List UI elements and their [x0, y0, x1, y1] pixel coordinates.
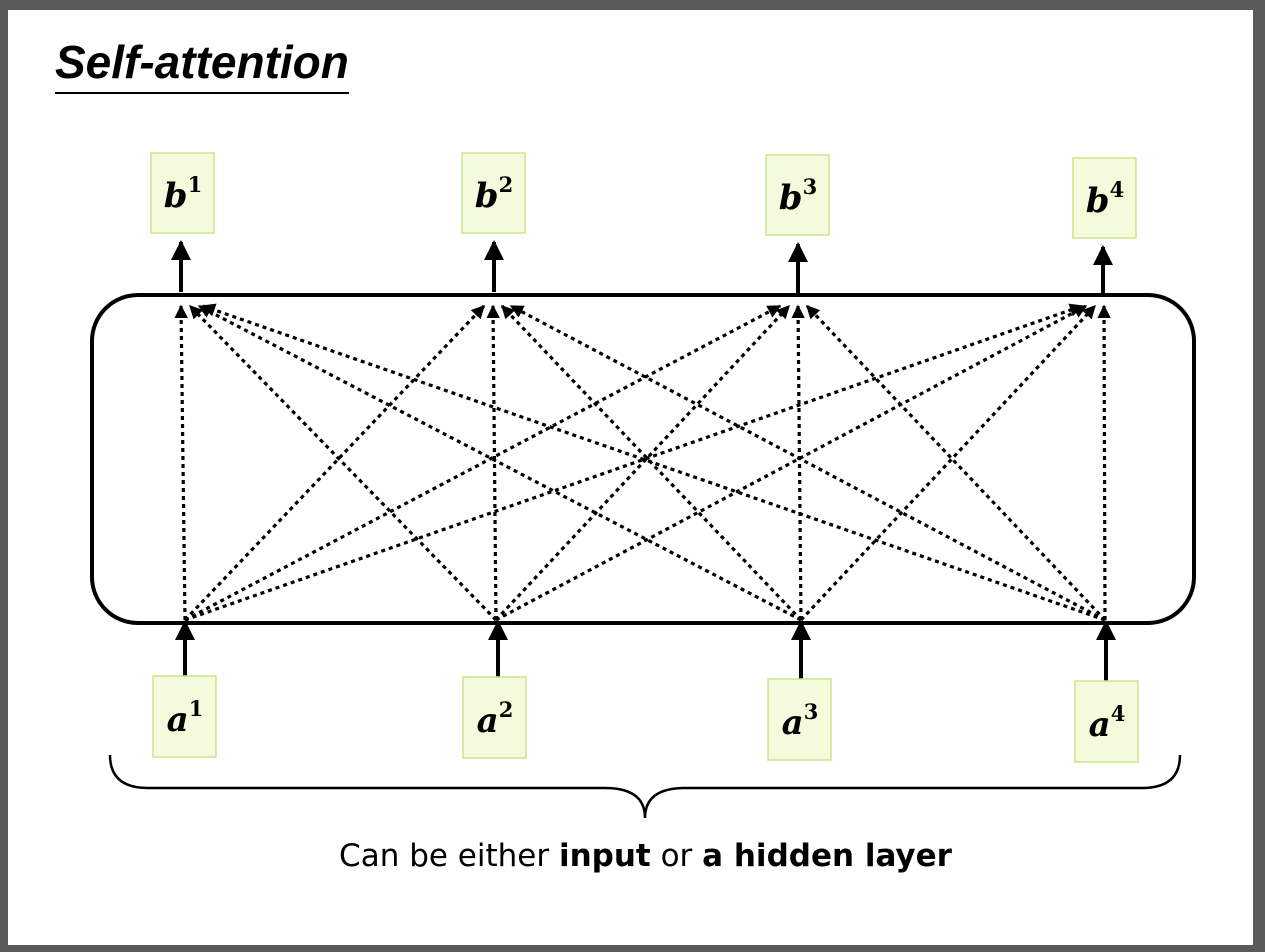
- attention-link-a1-b1: [174, 304, 188, 621]
- attention-link-a3-b3: [791, 304, 805, 621]
- svg-text:b1: b1: [164, 172, 202, 216]
- svg-text:b4: b4: [1086, 177, 1124, 221]
- output-node-b3: b3: [765, 154, 830, 236]
- output-node-b4: b4: [1072, 157, 1137, 239]
- attention-link-a4-b4: [1097, 304, 1111, 621]
- output-node-sup: 2: [499, 172, 514, 197]
- attention-link-a3-b2: [500, 304, 803, 622]
- svg-text:a2: a2: [477, 697, 514, 741]
- input-node-base: a: [782, 703, 804, 743]
- input-node-a3: a3: [767, 678, 832, 761]
- svg-text:a3: a3: [782, 699, 819, 743]
- caption-bold-input: input: [558, 838, 651, 874]
- caption: Can be either input or a hidden layer: [8, 836, 1265, 876]
- output-node-sup: 1: [188, 172, 203, 197]
- input-node-sup: 4: [1111, 701, 1126, 726]
- attention-link-a1-b3: [184, 304, 782, 622]
- input-node-a1: a1: [152, 675, 217, 758]
- input-node-base: a: [167, 700, 189, 740]
- input-node-sup: 1: [189, 696, 204, 721]
- self-attention-layer-box: [90, 293, 1196, 625]
- self-attention-diagram: b1 b2 b3 b4 a1: [90, 152, 1196, 819]
- input-node-base: a: [477, 701, 499, 741]
- output-node-sup: 3: [803, 174, 818, 199]
- input-node-sup: 3: [804, 699, 819, 724]
- solid-arrows: [171, 240, 1116, 681]
- attention-link-a3-b1: [197, 304, 802, 622]
- caption-text: or: [650, 838, 703, 874]
- output-node-b2: b2: [461, 152, 526, 234]
- caption-text: Can be either: [339, 838, 559, 874]
- attention-connections: [174, 303, 1111, 622]
- attention-link-a2-b1: [188, 304, 498, 622]
- slide-title: Self-attention: [55, 34, 349, 94]
- attention-link-a1-b4: [184, 303, 1084, 622]
- svg-text:a4: a4: [1089, 701, 1126, 745]
- output-node-base: b: [164, 176, 188, 216]
- output-node-base: b: [779, 178, 803, 218]
- output-node-b1: b1: [150, 152, 215, 234]
- attention-link-a2-b4: [495, 304, 1088, 622]
- output-node-sup: 4: [1110, 177, 1125, 202]
- output-node-base: b: [1086, 181, 1110, 221]
- attention-link-a2-b3: [494, 304, 791, 622]
- input-node-a4: a4: [1074, 680, 1139, 763]
- attention-link-a4-b3: [805, 304, 1107, 622]
- slide: Self-attention b1 b2: [8, 10, 1253, 945]
- svg-text:a1: a1: [167, 696, 204, 740]
- input-node-sup: 2: [499, 697, 514, 722]
- curly-brace: [108, 754, 1182, 819]
- attention-link-a2-b2: [486, 304, 500, 621]
- attention-link-a1-b2: [183, 304, 486, 622]
- caption-bold-hidden-layer: a hidden layer: [702, 838, 952, 874]
- input-node-base: a: [1089, 705, 1111, 745]
- input-node-a2: a2: [462, 676, 527, 759]
- attention-link-a4-b2: [509, 304, 1106, 622]
- svg-text:b3: b3: [779, 174, 817, 218]
- attention-link-a4-b1: [201, 303, 1106, 622]
- output-node-base: b: [475, 176, 499, 216]
- svg-text:b2: b2: [475, 172, 513, 216]
